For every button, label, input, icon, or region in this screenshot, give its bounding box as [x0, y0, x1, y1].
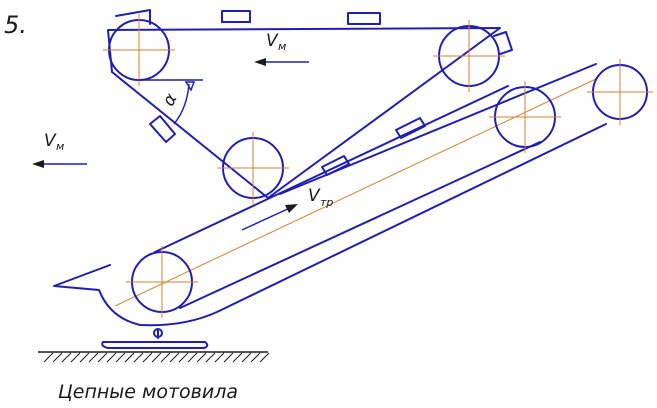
ground-hatch [205, 352, 216, 363]
ground-hatch [106, 352, 117, 363]
reel-slats [115, 9, 513, 143]
conveyor-velocity-subscript: тр [320, 196, 333, 209]
conveyor-velocity-label: V [308, 186, 321, 206]
ground-hatch [61, 352, 72, 363]
reel-velocity-top-subscript: м [278, 40, 286, 53]
reel-sprocket-bottom [217, 132, 289, 204]
ground-hatch [223, 352, 234, 363]
ground-hatch [70, 352, 81, 363]
ground-hatch [97, 352, 108, 363]
ground-hatch [124, 352, 135, 363]
conveyor-housing-bottom [53, 123, 607, 327]
ground-hatch [214, 352, 225, 363]
reel-sprocket-top-left [103, 14, 175, 86]
ground-hatch [232, 352, 243, 363]
ground-line [38, 351, 270, 363]
slat [347, 12, 381, 25]
conveyor-velocity: V тр [241, 186, 333, 231]
arrow-left-icon [254, 58, 266, 66]
reel-velocity-top-label: V [266, 31, 279, 51]
ground-hatch [259, 352, 270, 363]
ground-hatch [88, 352, 99, 363]
ground-hatch [160, 352, 171, 363]
slat [395, 117, 426, 139]
conveyor-roller-outer [587, 59, 653, 125]
ground-hatch [142, 352, 153, 363]
angle-alpha-label: α [159, 90, 182, 109]
ground-hatch [133, 352, 144, 363]
reel-sprocket-top-right [433, 20, 505, 92]
ground-hatch [196, 352, 207, 363]
inclined-conveyor [53, 59, 653, 327]
conveyor-axis [114, 77, 599, 307]
ground-hatch [43, 352, 54, 363]
figure-caption: Цепные мотовила [58, 381, 238, 403]
reel-chain-outline [107, 27, 501, 199]
conveyor-slats [321, 117, 426, 176]
conveyor-roller-lower [126, 246, 198, 318]
arrow-left-icon [32, 160, 44, 168]
ground-hatch [241, 352, 252, 363]
support-skid [101, 328, 209, 349]
ground-hatch [187, 352, 198, 363]
machine-velocity-subscript: м [56, 140, 64, 153]
slat [149, 115, 176, 143]
conveyor-belt-bottom [179, 141, 541, 309]
ground-hatch [169, 352, 180, 363]
slat [493, 31, 513, 55]
ground-hatch [52, 352, 63, 363]
conveyor-belt-top [154, 85, 509, 253]
ground-hatch [178, 352, 189, 363]
chain-reel: α [103, 9, 513, 204]
conveyor-roller-upper [489, 81, 561, 153]
ground-hatch [250, 352, 261, 363]
machine-velocity-label: V [44, 131, 57, 151]
ground-hatch [115, 352, 126, 363]
slat [115, 9, 151, 25]
figure-number: 5. [4, 11, 27, 39]
slat [221, 10, 251, 23]
reel-velocity-top: V м [254, 31, 309, 66]
arrow-up-right-icon [285, 204, 298, 213]
ground-hatch [151, 352, 162, 363]
machine-velocity-left: V м [32, 131, 87, 168]
ground-hatch [79, 352, 90, 363]
slat [321, 155, 350, 176]
